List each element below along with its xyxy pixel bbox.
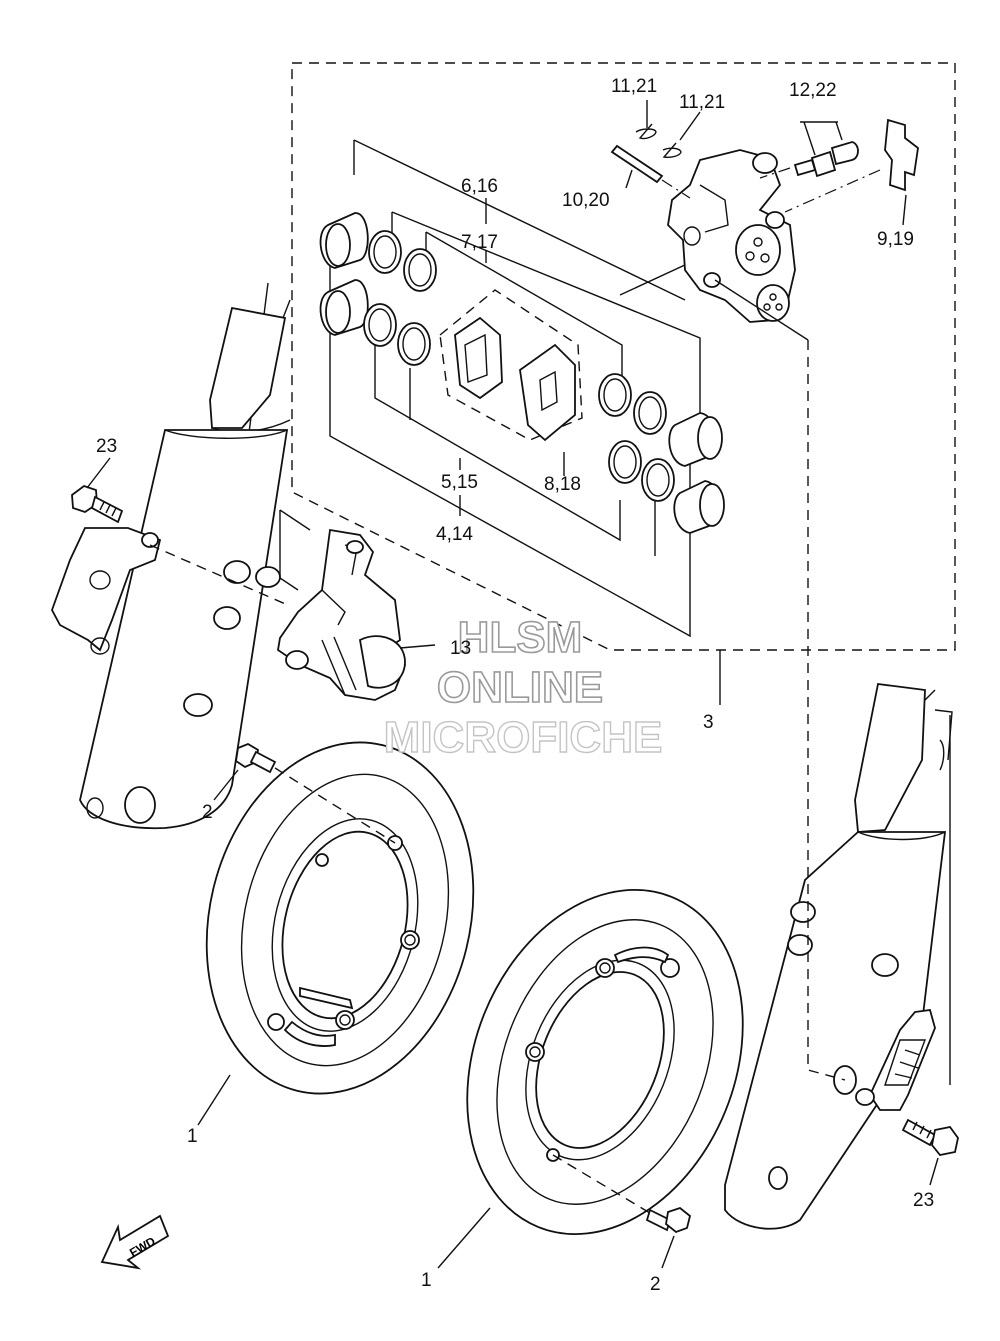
left-mount-bracket: [51, 527, 162, 655]
bleed-screw: [759, 121, 859, 179]
brake-disc-right: [466, 889, 744, 1235]
pistons-right-group: [598, 373, 725, 534]
callout-7-17: 7,17: [461, 232, 498, 253]
watermark: HLSM ONLINE MICROFICHE: [383, 612, 663, 763]
callout-13: 13: [450, 638, 471, 659]
right-fork-leg: [724, 683, 953, 1230]
callout-12-22: 12,22: [789, 80, 837, 101]
callout-labels: 11,21 11,21 12,22 6,16 10,20 7,17 9,19 2…: [96, 76, 934, 1295]
brake-pads: [439, 289, 583, 442]
fwd-arrow-icon: FWD: [100, 1214, 170, 1270]
left-caliper: [277, 509, 407, 701]
bolt-23-right: [901, 1118, 959, 1186]
callout-10-20: 10,20: [562, 190, 610, 211]
watermark-line1: HLSM: [458, 613, 583, 662]
callout-11-21-a: 11,21: [611, 76, 657, 97]
callout-2-bottom: 2: [650, 1274, 661, 1295]
pad-pin-and-clips: [610, 100, 701, 199]
caliper-parts-bracket: [329, 139, 701, 638]
brake-disc-left: [205, 741, 475, 1095]
watermark-line2: ONLINE: [437, 663, 603, 712]
callout-6-16: 6,16: [461, 176, 498, 197]
callout-5-15: 5,15: [441, 472, 478, 493]
callout-4-14: 4,14: [436, 524, 473, 545]
callout-9-19: 9,19: [877, 229, 914, 250]
pad-spring: [784, 118, 919, 226]
caliper-assembly-boundary: [291, 62, 956, 705]
right-mount-leader: [807, 340, 846, 1081]
disc-bolt-left: [213, 742, 396, 844]
callout-23-left: 23: [96, 436, 117, 457]
right-mount-bracket: [855, 1009, 936, 1111]
callout-1-bottom: 1: [421, 1270, 432, 1291]
watermark-line3: MICROFICHE: [384, 713, 663, 762]
disc-bolt-bottom: [552, 1154, 692, 1269]
callout-leaders: [86, 457, 491, 1269]
callout-23-right: 23: [913, 1190, 934, 1211]
callout-11-21-b: 11,21: [679, 92, 725, 113]
right-caliper-body: [667, 149, 809, 341]
bolt-23-left: [71, 484, 291, 607]
callout-2-left: 2: [202, 802, 213, 823]
callout-8-18: 8,18: [544, 474, 581, 495]
callout-1-left: 1: [187, 1126, 198, 1147]
callout-3: 3: [703, 712, 714, 733]
pistons-left-group: [319, 212, 437, 366]
